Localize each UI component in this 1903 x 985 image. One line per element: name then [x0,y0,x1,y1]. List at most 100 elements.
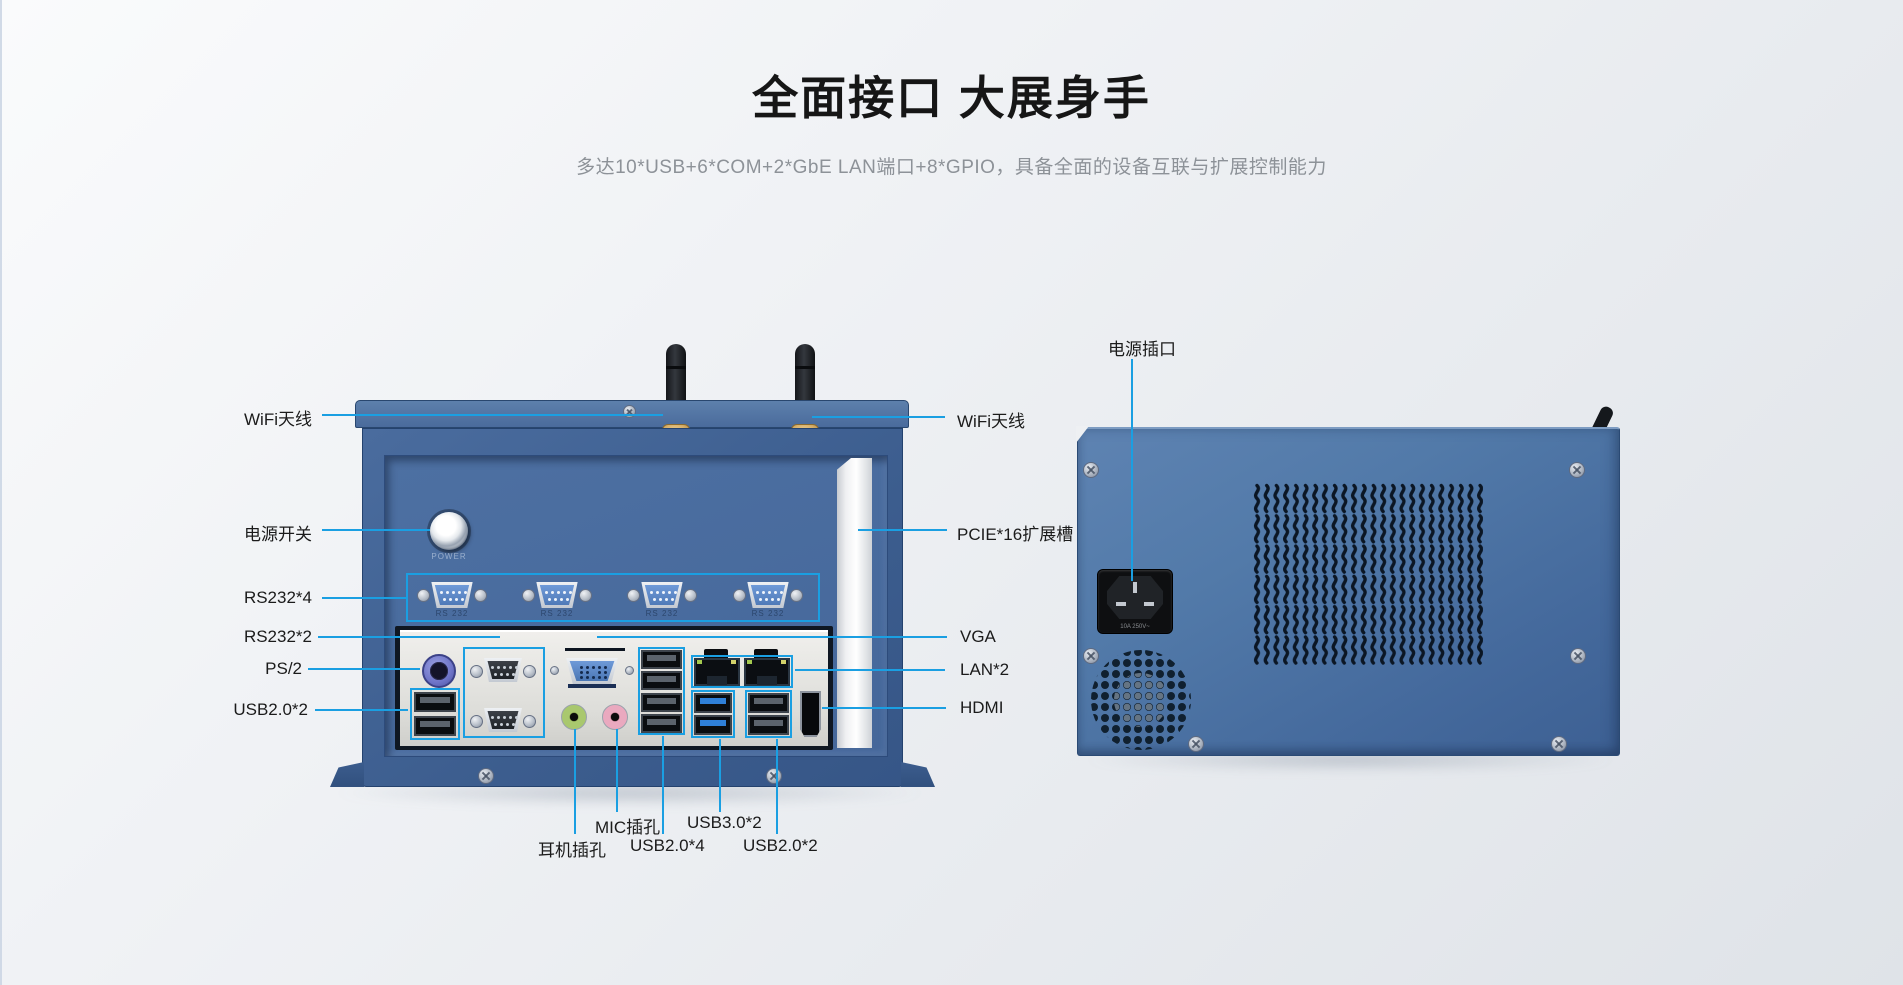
power-inlet-pin-live [1116,602,1126,606]
label-rs232x2: RS232*2 [243,627,312,646]
lan2-led-right [781,660,786,664]
side-screw-tl [1083,462,1099,478]
callout-line-rs232x2 [318,636,500,638]
callout-line-usb20x2-bottom [776,739,778,834]
label-power-switch: 电源开关 [244,525,312,544]
label-hdmi: HDMI [960,698,1004,717]
side-screw-mr [1570,648,1586,664]
usb2-port [641,671,682,690]
lan1-led-right [731,660,736,664]
lan2-led-left [747,660,752,664]
flange-screw [623,405,636,418]
rs232-port-1 [417,581,487,609]
rs232-port-4-label: RS 232 [751,609,785,618]
mic-jack [602,704,628,730]
callout-line-wifi-right [812,416,945,418]
mounting-wing-right [901,762,935,787]
label-usb20x4: USB2.0*4 [630,836,705,855]
power-inlet-pin-neutral [1144,602,1154,606]
label-usb20x2-left: USB2.0*2 [233,700,308,719]
label-usb30x2: USB3.0*2 [687,813,762,832]
side-screw-ml [1083,648,1099,664]
power-inlet-socket: 10A 250V~ [1098,570,1172,633]
rj45-clip-right [754,649,778,658]
callout-line-usb20x4 [662,736,664,834]
usb2-port [748,693,789,713]
lan1-led-left [697,660,702,664]
callout-line-usb30x2 [719,739,721,812]
page-edge-strip [0,0,2,985]
page-title: 全面接口 大展身手 [752,72,1151,124]
rs232-port-3-label: RS 232 [645,609,679,618]
vent-grille [1252,483,1483,665]
label-pcie-slot: PCIE*16扩展槽 [957,525,1074,544]
rs232-port-4 [733,581,803,609]
rs232-port-2-label: RS 232 [540,609,574,618]
callout-line-lan [795,669,945,671]
label-ps2: PS/2 [265,659,302,678]
label-vga: VGA [960,627,996,646]
plate-slot-line-top [565,648,625,651]
side-screw-br [1551,736,1567,752]
callout-line-ps2 [308,668,420,670]
power-inlet-pin-ground [1133,582,1137,593]
hdmi-port [800,691,821,737]
side-screw-tr [1569,462,1585,478]
vga-screw-left [550,666,559,675]
label-power-inlet: 电源插口 [1108,340,1176,359]
bottom-screw-left [478,768,494,784]
usb2-port [641,693,682,712]
callout-line-power-inlet [1131,359,1133,581]
label-rs232x4: RS232*4 [243,588,312,607]
rs232-port-2 [522,581,592,609]
label-wifi-antenna-right: WiFi天线 [957,412,1025,431]
power-button [430,512,468,550]
rs232x4-highlight-box [406,573,820,622]
usb20x4-highlight-box [638,647,685,735]
label-usb20x2-bottom: USB2.0*2 [743,836,818,855]
callout-line-pcie [858,529,947,531]
power-inlet-rating: 10A 250V~ [1120,624,1150,630]
com-port-top [470,657,536,683]
label-lanx2: LAN*2 [960,660,1010,679]
power-button-label: POWER [431,552,467,561]
lanx2-highlight-box [691,655,793,688]
rs232-port-1-label: RS 232 [435,609,469,618]
bottom-screw-right [766,768,782,784]
callout-line-usb20x2-left [315,709,408,711]
pcie-slot-bracket [837,458,872,748]
callout-line-headphone [574,729,576,834]
usb2-port [414,692,456,712]
rj45-clip-left [704,649,728,658]
page-subtitle: 多达10*USB+6*COM+2*GbE LAN端口+8*GPIO，具备全面的设… [576,157,1327,178]
label-wifi-antenna-left: WiFi天线 [244,410,312,429]
callout-line-hdmi [822,707,946,709]
mounting-wing-left [330,762,364,787]
headphone-jack [561,704,587,730]
callout-line-rs232x4 [322,597,406,599]
callout-line-wifi-left [322,414,663,416]
vga-screw-right [625,666,634,675]
vga-port [562,657,622,685]
usb2-port [748,715,789,735]
callout-line-power-switch [322,529,430,531]
usb30x2-highlight-box [691,690,735,738]
rs232-port-3 [627,581,697,609]
label-headphone-jack: 耳机插孔 [538,841,606,860]
plate-slot-line-bottom [568,684,616,688]
callout-line-mic [616,729,618,812]
rs232x2-highlight-box [463,647,545,738]
usb2-port [641,714,682,733]
usb3-port [694,715,732,735]
label-mic-jack: MIC插孔 [595,818,661,837]
com-port-bottom [470,707,536,733]
side-screw-bl [1188,736,1204,752]
fan-grille [1091,650,1191,750]
usb2-port [414,716,456,736]
callout-line-vga [597,636,947,638]
usb2-port [641,650,682,669]
ps2-port [422,654,456,688]
usb20x2-right-highlight-box [745,690,792,738]
usb3-port [694,693,732,713]
